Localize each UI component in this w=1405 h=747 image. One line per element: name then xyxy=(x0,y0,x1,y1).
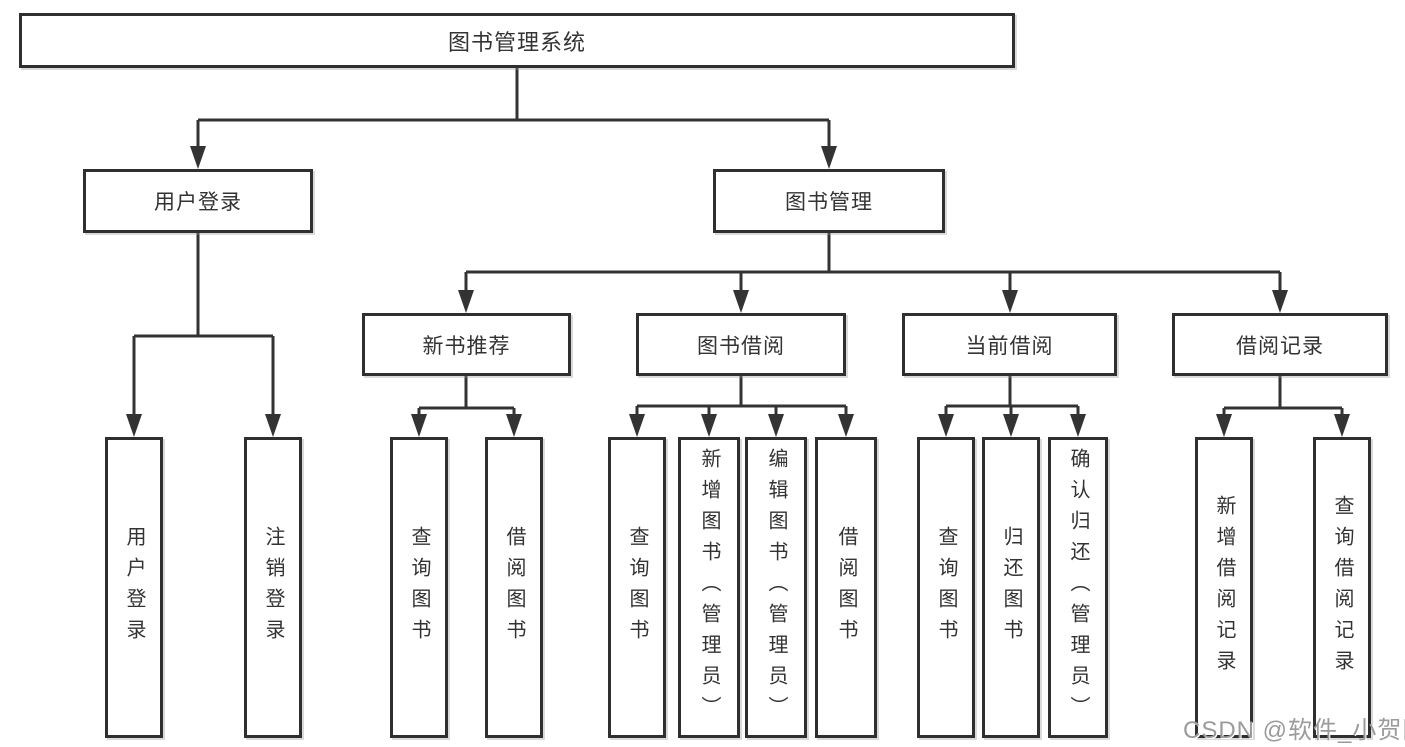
node-book-management: 图书管理 xyxy=(713,169,945,233)
node-borrowing-records: 借阅记录 xyxy=(1172,313,1388,376)
leaf-return-books: 归还图书 xyxy=(982,437,1040,738)
arrowheads xyxy=(126,146,1350,437)
node-user-login: 用户登录 xyxy=(83,169,313,233)
leaf-query-borrow-record: 查询借阅记录 xyxy=(1313,437,1371,738)
leaf-edit-book-admin: 编辑图书（管理员） xyxy=(745,437,807,738)
node-library-system: 图书管理系统 xyxy=(19,13,1015,68)
leaf-logout: 注销登录 xyxy=(244,437,302,738)
leaf-query-books: 查询图书 xyxy=(917,437,975,738)
leaf-borrow-books: 借阅图书 xyxy=(485,437,543,738)
leaf-add-borrow-record: 新增借阅记录 xyxy=(1195,437,1253,738)
leaf-borrow-books: 借阅图书 xyxy=(815,437,877,738)
leaf-confirm-return-admin: 确认归还（管理员） xyxy=(1048,437,1108,738)
leaf-user-login: 用户登录 xyxy=(105,437,163,738)
leaf-query-books: 查询图书 xyxy=(608,437,666,738)
leaf-query-books: 查询图书 xyxy=(390,437,448,738)
watermark: CSDN @软件_小贺同学 xyxy=(1183,717,1405,744)
node-current-borrowing: 当前借阅 xyxy=(902,313,1117,376)
leaf-add-book-admin: 新增图书（管理员） xyxy=(678,437,740,738)
node-new-book-recommendation: 新书推荐 xyxy=(362,313,571,376)
node-book-borrowing: 图书借阅 xyxy=(636,313,846,376)
